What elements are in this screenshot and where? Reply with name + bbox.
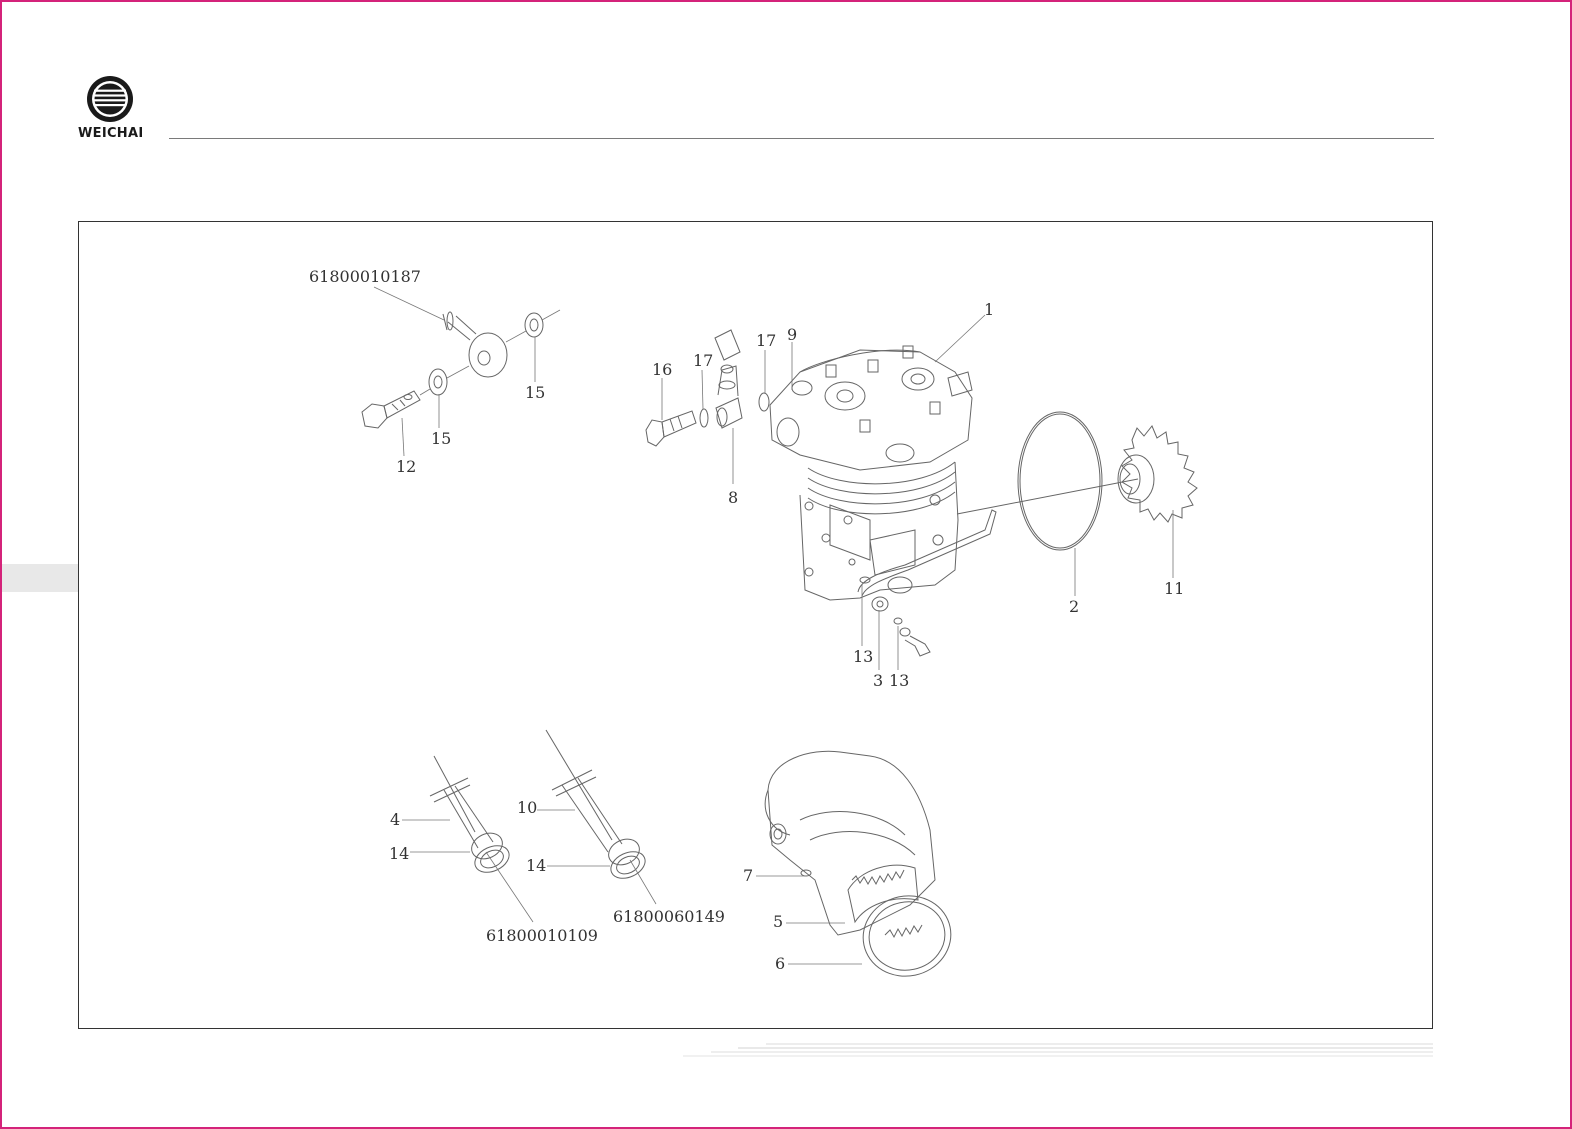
callout-10: 10: [517, 798, 537, 817]
weichai-emblem-icon: [87, 76, 133, 122]
callout-14-right: 14: [526, 856, 546, 875]
callout-5: 5: [773, 912, 783, 931]
callout-16: 16: [652, 360, 672, 379]
weichai-logo: WEICHAI: [78, 74, 144, 141]
compressor-fittings: [645, 329, 793, 484]
part-number-pipe-a: 61800010109: [486, 926, 598, 945]
part-number-banjo-fitting: 61800010187: [309, 267, 421, 286]
callout-3: 3: [873, 671, 883, 690]
part-number-pipe-b: 61800060149: [613, 907, 725, 926]
callout-2: 2: [1069, 597, 1079, 616]
callout-15-lower: 15: [431, 429, 451, 448]
callout-17-right: 17: [756, 331, 776, 350]
callout-15-upper: 15: [525, 383, 545, 402]
callout-9: 9: [787, 325, 797, 344]
footer-decorative-lines: [683, 1043, 1433, 1057]
header-rule: [169, 138, 1434, 139]
callout-7: 7: [743, 866, 753, 885]
callout-1: 1: [984, 300, 994, 319]
brand-name: WEICHAI: [78, 126, 144, 141]
air-compressor-body: [769, 314, 1198, 670]
banjo-fitting-assembly: [361, 286, 561, 457]
drive-unit: [756, 750, 952, 977]
side-tab: [2, 564, 78, 592]
callout-13-left: 13: [853, 647, 873, 666]
callout-14-left: 14: [389, 844, 409, 863]
figure-frame: [78, 221, 1433, 1029]
callout-8: 8: [728, 488, 738, 507]
callout-labels: 1 2 3 4 5 6 7 8 9 10 11 12 13 13 14 14 1…: [309, 267, 1184, 973]
callout-17-left: 17: [693, 351, 713, 370]
pipe-fittings: [402, 729, 657, 923]
callout-11: 11: [1164, 579, 1184, 598]
callout-12: 12: [396, 457, 416, 476]
callout-13-right: 13: [889, 671, 909, 690]
callout-6: 6: [775, 954, 785, 973]
callout-4: 4: [390, 810, 400, 829]
